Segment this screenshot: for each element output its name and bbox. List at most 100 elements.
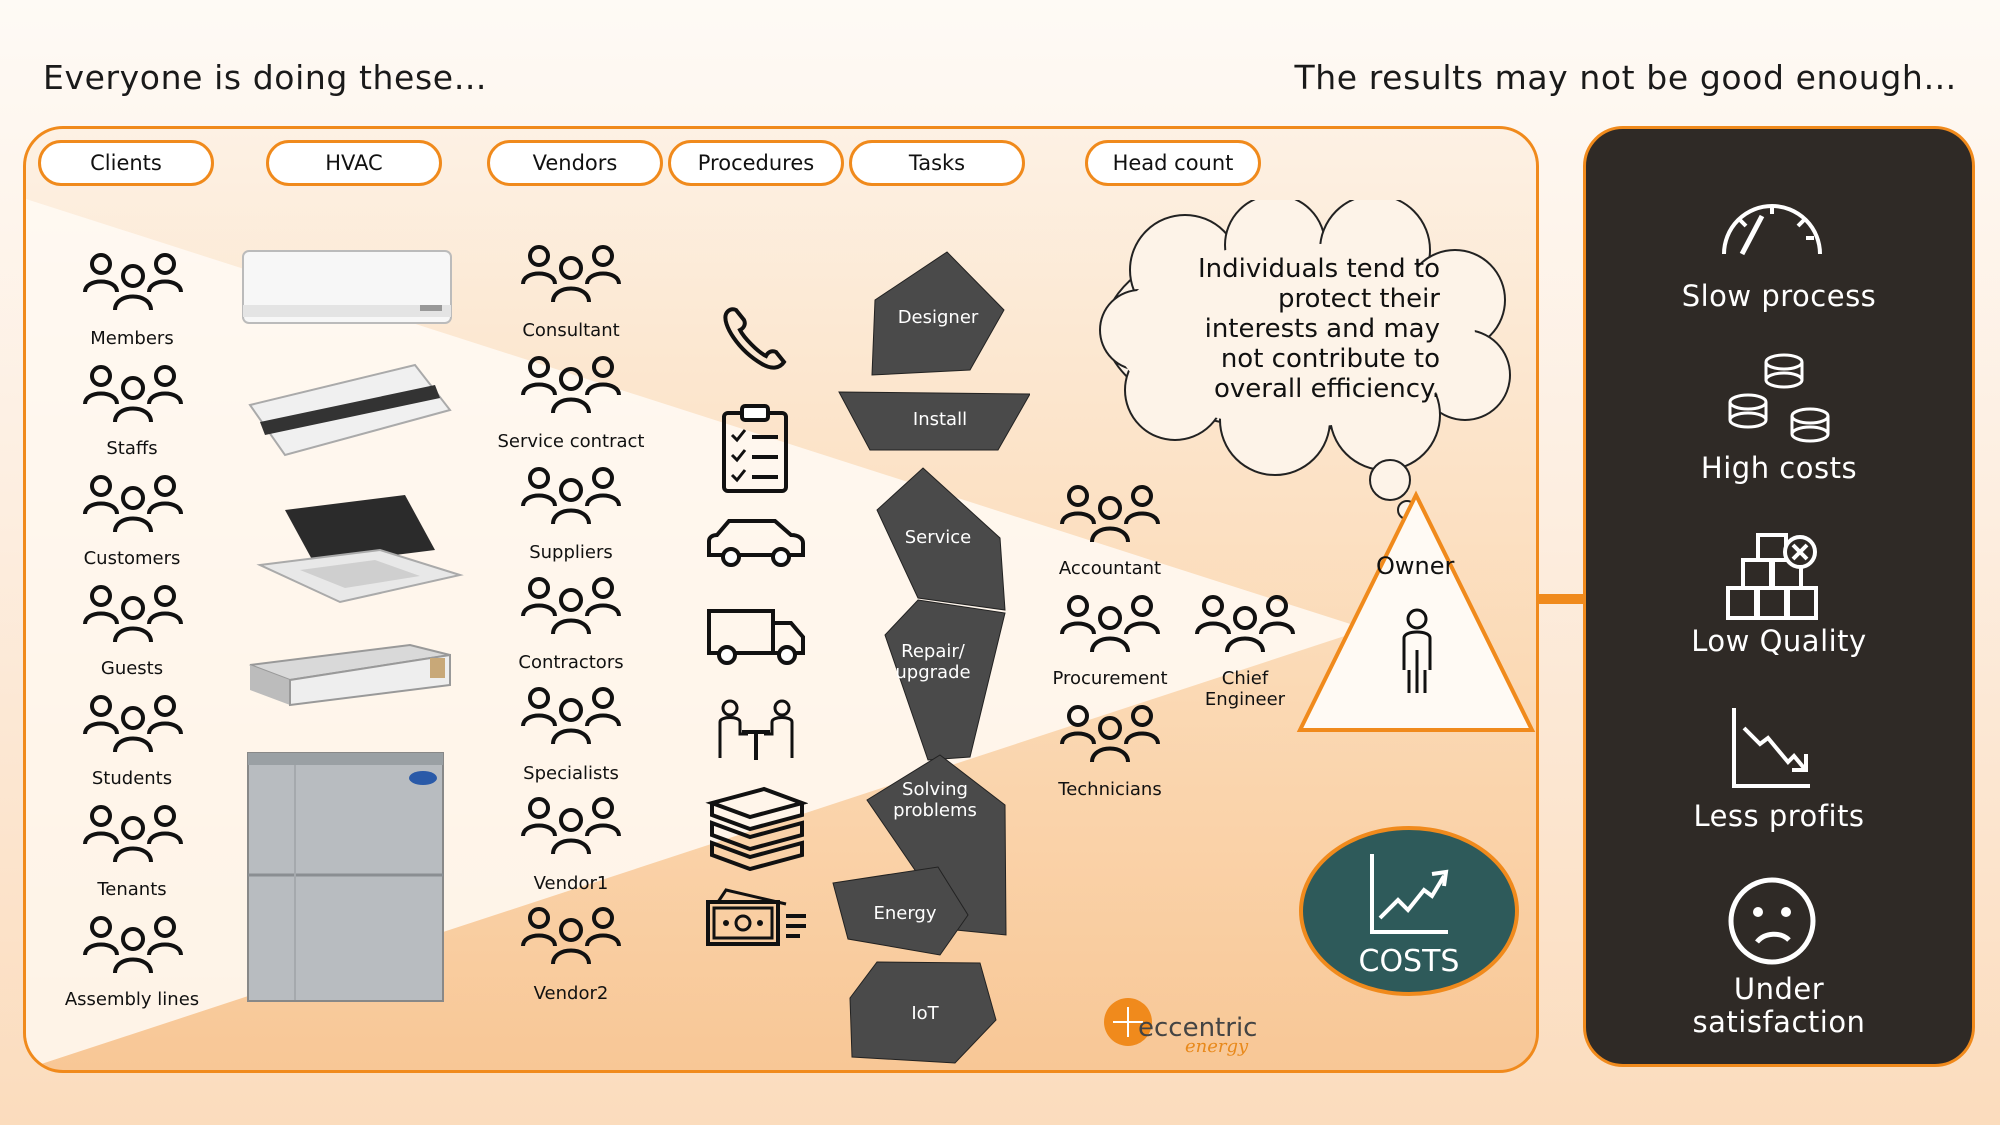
vendor1-people-icon <box>521 794 621 858</box>
task-shape-iot <box>849 961 997 1064</box>
owner-person-icon <box>1402 608 1432 693</box>
vendor-label-consultant: Consultant <box>522 320 620 341</box>
tenants-people-icon <box>83 802 183 866</box>
client-label-guests: Guests <box>100 658 164 679</box>
category-hvac[interactable]: HVAC <box>266 140 442 186</box>
headcount-label-accountant: Accountant <box>1058 558 1162 579</box>
service-contract-people-icon <box>521 353 621 417</box>
ceiling-ac-unit-icon <box>248 363 452 457</box>
task-label-iot: IoT <box>911 1003 939 1024</box>
headline-left: Everyone is doing these… <box>43 58 488 97</box>
results-panel <box>1583 126 1975 1067</box>
suppliers-people-icon <box>521 464 621 528</box>
vendor-label-specialists: Specialists <box>523 763 619 784</box>
result-under: Under <box>1733 972 1825 1006</box>
costs-label: COSTS <box>1358 944 1460 979</box>
contractors-people-icon <box>521 574 621 638</box>
coins-icon <box>1728 353 1830 443</box>
client-label-assembly-lines: Assembly lines <box>64 989 200 1010</box>
client-label-members: Members <box>90 328 174 349</box>
headcount-label-chief-2: Engineer <box>1204 689 1286 710</box>
category-vendors[interactable]: Vendors <box>487 140 663 186</box>
task-shape-solving <box>866 754 1007 936</box>
assembly-people-icon <box>83 913 183 977</box>
owner-label: Owner <box>1376 552 1455 580</box>
specialists-people-icon <box>521 684 621 748</box>
logo-mark-icon <box>1104 998 1152 1046</box>
speedometer-icon <box>1722 204 1822 256</box>
category-tasks[interactable]: Tasks <box>849 140 1025 186</box>
vendor-label-suppliers: Suppliers <box>529 542 613 563</box>
wall-ac-unit-icon <box>242 250 452 324</box>
result-less-profits: Less profits <box>1693 799 1865 833</box>
task-shape-energy <box>832 866 969 956</box>
task-label-energy: Energy <box>873 903 937 924</box>
result-satisfaction: satisfaction <box>1692 1005 1866 1039</box>
client-label-tenants: Tenants <box>97 879 167 900</box>
logo-sub: energy <box>1185 1036 1249 1057</box>
chief-engineer-people-icon <box>1195 592 1295 656</box>
headcount-label-technicians: Technicians <box>1058 779 1162 800</box>
declining-chart-icon <box>1732 708 1810 788</box>
vendor-label-vendor1: Vendor1 <box>533 873 609 894</box>
headcount-label-procurement: Procurement <box>1052 668 1168 689</box>
task-label-solving-1: Solving <box>902 779 968 800</box>
headline-right: The results may not be good enough… <box>1294 58 1957 97</box>
thought-line-2: protect their <box>1277 284 1440 314</box>
consultant-people-icon <box>521 242 621 306</box>
checklist-icon <box>722 404 788 493</box>
books-icon <box>705 786 808 871</box>
task-label-service: Service <box>904 527 972 548</box>
thought-line-1: Individuals tend to <box>1198 254 1440 284</box>
owner-triangle <box>1296 490 1536 732</box>
headcount-label-chief-1: Chief <box>1221 668 1269 689</box>
chart-growth-icon <box>1370 854 1449 934</box>
cassette-ac-unit-icon <box>256 495 464 604</box>
vendor-label-vendor2: Vendor2 <box>533 983 609 1004</box>
sad-face-icon <box>1728 877 1816 965</box>
category-procedures[interactable]: Procedures <box>668 140 844 186</box>
task-label-repair-1: Repair/ <box>901 641 965 662</box>
meeting-icon <box>718 699 794 760</box>
phone-icon <box>723 307 787 370</box>
task-shape-repair <box>884 599 1006 761</box>
technicians-people-icon <box>1060 702 1160 766</box>
truck-icon <box>707 609 805 665</box>
client-label-customers: Customers <box>83 548 181 569</box>
students-people-icon <box>83 692 183 756</box>
result-low-quality: Low Quality <box>1691 624 1867 658</box>
members-people-icon <box>83 250 183 314</box>
cash-icon <box>706 888 806 946</box>
task-shape-designer <box>871 251 1005 376</box>
thought-line-4: not contribute to <box>1220 344 1440 374</box>
guests-people-icon <box>83 582 183 646</box>
task-label-install: Install <box>912 409 968 430</box>
category-clients[interactable]: Clients <box>38 140 214 186</box>
vendor-label-service-contract: Service contract <box>497 431 645 452</box>
vendor-label-contractors: Contractors <box>518 652 624 673</box>
client-label-students: Students <box>91 768 173 789</box>
thought-line-5: overall efficiency. <box>1214 374 1440 404</box>
logo-text: eccentric <box>1138 1013 1258 1043</box>
result-high-costs: High costs <box>1700 451 1858 485</box>
packaged-ac-unit-icon <box>247 752 444 1002</box>
car-icon <box>707 519 805 567</box>
thought-text: Individuals tend to protect their intere… <box>1100 254 1440 404</box>
category-head-count[interactable]: Head count <box>1085 140 1261 186</box>
result-slow-process: Slow process <box>1681 279 1877 313</box>
client-label-staffs: Staffs <box>106 438 158 459</box>
thought-cloud <box>1099 200 1511 529</box>
thought-line-3: interests and may <box>1204 314 1440 344</box>
customers-people-icon <box>83 472 183 536</box>
staffs-people-icon <box>83 362 183 426</box>
task-label-repair-2: upgrade <box>895 662 971 683</box>
connector-bar <box>1536 594 1583 604</box>
vendor2-people-icon <box>521 904 621 968</box>
boxes-reject-icon <box>1726 533 1818 620</box>
task-shape-service <box>876 467 1006 611</box>
ducted-ac-unit-icon <box>249 643 451 707</box>
task-shapes <box>832 251 1030 1064</box>
task-label-solving-2: problems <box>893 800 977 821</box>
task-label-designer: Designer <box>897 307 979 328</box>
task-shape-install <box>838 391 1030 451</box>
